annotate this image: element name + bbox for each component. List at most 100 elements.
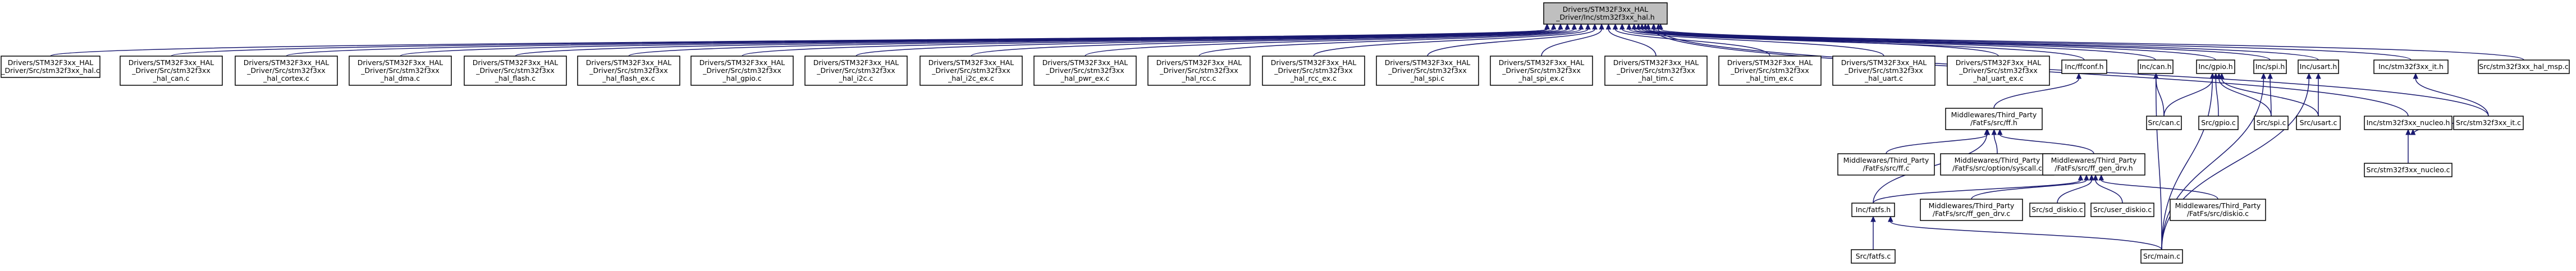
node-root[interactable]: Drivers/STM32F3xx_HAL_Driver/Inc/stm32f3…: [1543, 2, 1668, 25]
edge-inc_can_h-to-src_main_c: [2155, 78, 2162, 250]
node-diskio-c[interactable]: Middlewares/Third_Party/FatFs/src/diskio…: [2170, 199, 2266, 221]
node-inc-it-h[interactable]: Inc/stm32f3xx_it.h: [2373, 59, 2449, 74]
node-label: Drivers/STM32F3xx_HAL: [1156, 58, 1242, 67]
node-box: [2042, 153, 2145, 176]
node-box: [919, 56, 1023, 86]
node-hal-flash-ex-c[interactable]: Drivers/STM32F3xx_HAL_Driver/Src/stm32f3…: [577, 56, 680, 86]
edge-inc_gpio_h-to-src_can_c: [2163, 78, 2213, 117]
node-ff-gen-drv-h[interactable]: Middlewares/Third_Party/FatFs/src/ff_gen…: [2042, 153, 2145, 176]
node-src-gpio-c[interactable]: Src/gpio.c: [2198, 116, 2239, 130]
edge-root-to-src_hal_msp_c: [1660, 29, 2524, 61]
node-src-hal-msp-c[interactable]: Src/stm32f3xx_hal_msp.c: [2478, 59, 2570, 74]
node-label: Src/stm32f3xx_it.c: [2456, 118, 2521, 127]
edge-ff_h-to-ff_gen_drv_h: [1999, 134, 2094, 154]
node-src-can-c[interactable]: Src/can.c: [2146, 116, 2182, 130]
edge-arrowhead: [1619, 23, 1625, 30]
edge-arrowhead: [1592, 23, 1598, 30]
node-hal-i2c-ex-c[interactable]: Drivers/STM32F3xx_HAL_Driver/Src/stm32f3…: [919, 56, 1023, 86]
node-inc-nucleo-h[interactable]: Inc/stm32f3xx_nucleo.h: [2364, 116, 2453, 130]
node-hal-gpio-c[interactable]: Drivers/STM32F3xx_HAL_Driver/Src/stm32f3…: [690, 56, 794, 86]
edge-arrowhead: [2316, 72, 2321, 79]
edge-arrowhead: [2153, 72, 2159, 79]
node-label: Inc/gpio.h: [2198, 62, 2232, 71]
node-src-spi-c[interactable]: Src/spi.c: [2254, 116, 2289, 130]
node-label: Drivers/STM32F3xx_HAL: [244, 58, 330, 67]
node-box: [577, 56, 680, 86]
node-label: Drivers/STM32F3xx_HAL: [1727, 58, 1813, 67]
node-syscall-c[interactable]: Middlewares/Third_Party/FatFs/src/option…: [1940, 153, 2055, 176]
node-src-nucleo-c[interactable]: Src/stm32f3xx_nucleo.c: [2364, 163, 2453, 177]
node-box: [1604, 56, 1708, 86]
node-label: Inc/stm32f3xx_it.h: [2378, 62, 2444, 71]
node-label: _hal_flash.c: [495, 74, 536, 82]
node-hal-dma-c[interactable]: Drivers/STM32F3xx_HAL_Driver/Src/stm32f3…: [349, 56, 452, 86]
edge-inc_it_h-to-src_it_c: [2415, 78, 2489, 117]
node-src-user-diskio-c[interactable]: Src/user_diskio.c: [2090, 203, 2154, 217]
node-box: [2453, 116, 2524, 130]
node-ff-gen-drv-c[interactable]: Middlewares/Third_Party/FatFs/src/ff_gen…: [1920, 199, 2023, 221]
node-box: [2196, 59, 2235, 74]
edge-arrowhead: [2089, 174, 2094, 181]
node-inc-fatfs-h[interactable]: Inc/fatfs.h: [1851, 203, 1895, 217]
edge-root-to-hal_gpio_c: [742, 29, 1554, 57]
edge-inc_spi_h-to-src_spi_c: [2270, 78, 2272, 117]
node-hal-can-c[interactable]: Drivers/STM32F3xx_HAL_Driver/Src/stm32f3…: [120, 56, 223, 86]
edge-ff_gen_drv_h-to-src_sd_diskio_c: [2057, 180, 2092, 204]
node-label: _hal_spi.c: [1410, 74, 1444, 82]
edge-arrowhead: [1651, 23, 1657, 30]
node-label: _Driver/Src/stm32f3xx: [816, 66, 895, 75]
node-hal-rcc-c[interactable]: Drivers/STM32F3xx_HAL_Driver/Src/stm32f3…: [1147, 56, 1251, 86]
node-box: [2296, 116, 2341, 130]
node-src-sd-diskio-c[interactable]: Src/sd_diskio.c: [2029, 203, 2085, 217]
node-label: _hal_spi_ex.c: [1518, 74, 1564, 82]
node-label: Drivers/STM32F3xx_HAL: [928, 58, 1014, 67]
node-hal-spi-ex-c[interactable]: Drivers/STM32F3xx_HAL_Driver/Src/stm32f3…: [1490, 56, 1593, 86]
node-label: /FatFs/src/ff.c: [1863, 164, 1910, 172]
node-hal-c[interactable]: Drivers/STM32F3xx_HAL_Driver/Src/stm32f3…: [1, 56, 100, 78]
node-hal-flash-c[interactable]: Drivers/STM32F3xx_HAL_Driver/Src/stm32f3…: [464, 56, 567, 86]
node-hal-tim-ex-c[interactable]: Drivers/STM32F3xx_HAL_Driver/Src/stm32f3…: [1718, 56, 1822, 86]
node-hal-pwr-ex-c[interactable]: Drivers/STM32F3xx_HAL_Driver/Src/stm32f3…: [1033, 56, 1137, 86]
edge-inc_spi_h-to-src_main_c: [2161, 78, 2264, 250]
node-label: /FatFs/src/option/syscall.c: [1952, 164, 2042, 172]
node-label: _Driver/Src/stm32f3xx_hal.c: [1, 66, 100, 75]
node-hal-spi-c[interactable]: Drivers/STM32F3xx_HAL_Driver/Src/stm32f3…: [1376, 56, 1479, 86]
node-hal-i2c-c[interactable]: Drivers/STM32F3xx_HAL_Driver/Src/stm32f3…: [804, 56, 908, 86]
node-label: _Driver/Src/stm32f3xx: [1274, 66, 1352, 75]
node-box: [804, 56, 908, 86]
node-inc-usart-h[interactable]: Inc/usart.h: [2298, 59, 2339, 74]
node-label: _Driver/Src/stm32f3xx: [360, 66, 439, 75]
node-label: Inc/ffconf.h: [2065, 62, 2103, 71]
node-box: [1920, 199, 2023, 221]
node-box: [2170, 199, 2266, 221]
node-box: [1718, 56, 1822, 86]
node-src-fatfs-c[interactable]: Src/fatfs.c: [1851, 249, 1896, 264]
node-src-usart-c[interactable]: Src/usart.c: [2296, 116, 2341, 130]
node-inc-can-h[interactable]: Inc/can.h: [2138, 59, 2174, 74]
node-inc-ffconf-h[interactable]: Inc/ffconf.h: [2061, 59, 2107, 74]
node-label: Src/user_diskio.c: [2093, 205, 2152, 214]
node-hal-uart-c[interactable]: Drivers/STM32F3xx_HAL_Driver/Src/stm32f3…: [1832, 56, 1936, 86]
node-label: Middlewares/Third_Party: [2175, 201, 2261, 210]
edge-arrowhead: [2405, 128, 2411, 135]
node-ff-h[interactable]: Middlewares/Third_Party/FatFs/src/ff.h: [1945, 108, 2043, 130]
node-inc-gpio-h[interactable]: Inc/gpio.h: [2196, 59, 2235, 74]
node-hal-tim-c[interactable]: Drivers/STM32F3xx_HAL_Driver/Src/stm32f3…: [1604, 56, 1708, 86]
edge-root-to-inc_gpio_h: [1641, 29, 2216, 61]
node-label: _hal_gpio.c: [722, 74, 761, 82]
edge-arrowhead: [1888, 215, 1893, 222]
edge-root-to-inc_can_h: [1638, 29, 2156, 61]
node-src-it-c[interactable]: Src/stm32f3xx_it.c: [2453, 116, 2524, 130]
node-ff-c[interactable]: Middlewares/Third_Party/FatFs/src/ff.c: [1837, 153, 1935, 176]
node-hal-cortex-c[interactable]: Drivers/STM32F3xx_HAL_Driver/Src/stm32f3…: [235, 56, 338, 86]
node-box: [2090, 203, 2154, 217]
node-label: _hal_can.c: [153, 74, 190, 82]
node-label: Drivers/STM32F3xx_HAL: [8, 58, 94, 67]
node-hal-rcc-ex-c[interactable]: Drivers/STM32F3xx_HAL_Driver/Src/stm32f3…: [1262, 56, 1365, 86]
edge-arrowhead: [2098, 174, 2104, 181]
node-box: [120, 56, 223, 86]
node-src-main-c[interactable]: Src/main.c: [2140, 249, 2183, 264]
node-hal-uart-ex-c[interactable]: Drivers/STM32F3xx_HAL_Driver/Src/stm32f3…: [1947, 56, 2050, 86]
node-inc-spi-h[interactable]: Inc/spi.h: [2253, 59, 2287, 74]
node-label: Inc/usart.h: [2300, 62, 2337, 71]
